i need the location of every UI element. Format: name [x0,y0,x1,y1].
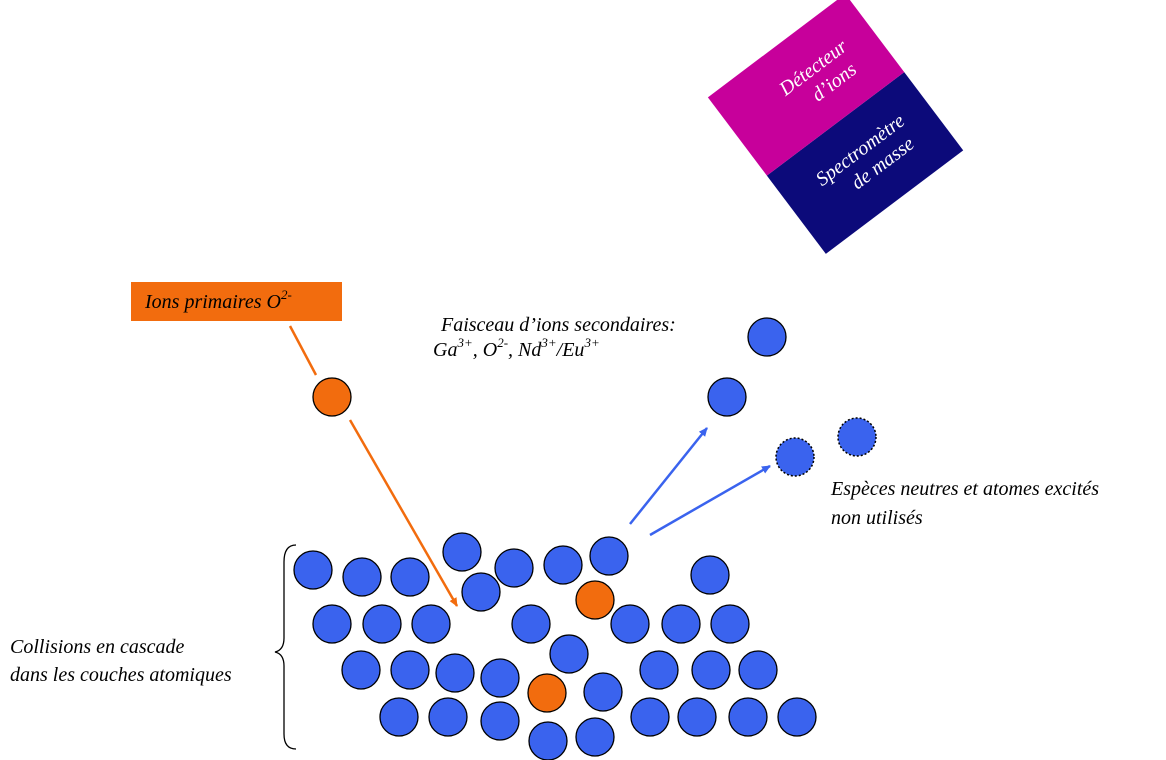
ion-detector-box: Détecteur d’ions [707,0,905,176]
svg-text:Ions primaires O2-: Ions primaires O2- [144,287,292,313]
primary-ions-label-box: Ions primaires O2- [131,282,342,321]
blue-atom-icon [691,650,731,690]
blue-atom-icon [342,557,382,597]
blue-atom-icon [630,697,670,737]
secondary-beam-charge-superscript: 3+ [456,335,472,350]
mass-spectrometer-box: Spectromètre de masse [766,72,964,254]
blue-atom-icon [461,572,501,612]
orange-ion-icon [527,673,567,713]
blue-atom-icon [728,697,768,737]
mass-spectrometer-assembly: Spectromètre de masse Détecteur d’ions [707,0,964,254]
blue-atom-icon [738,650,778,690]
blue-atom-icon [583,672,623,712]
dotted-atom-icon [837,417,877,457]
blue-atom-icon [610,604,650,644]
secondary-beam-charge-superscript: 2- [497,335,508,350]
dotted-atom-icon [775,437,815,477]
blue-atom-icon [528,721,568,760]
collisions-label-line1: Collisions en cascade [10,636,185,658]
blue-atom-icon [390,557,430,597]
blue-atom-icon [411,604,451,644]
orange-ion-icon [575,580,615,620]
secondary-beam-arrow [629,427,708,525]
blue-atom-icon [543,545,583,585]
blue-atom-icon [549,634,589,674]
primary-ions-text: Ions primaires O [144,291,281,313]
blue-atom-icon [379,697,419,737]
blue-atom-icon [362,604,402,644]
secondary-beam-species-text: /Eu [556,339,585,361]
blue-atom-icon [710,604,750,644]
blue-atom-icon [480,701,520,741]
secondary-beam-charge-superscript: 3+ [583,335,599,350]
neutral-species-label-line1: Espèces neutres et atomes excités [830,478,1099,500]
blue-atom-icon [341,650,381,690]
collisions-label-line2: dans les couches atomiques [10,664,232,686]
secondary-beam-species-text: , Nd [508,339,542,361]
blue-atom-icon [511,604,551,644]
blue-atom-icon [589,536,629,576]
secondary-beam-label-line2: Ga3+, O2-, Nd3+/Eu3+ [433,335,600,361]
blue-atom-icon [747,317,787,357]
blue-atom-icon [707,377,747,417]
primary-ion-path [288,325,318,376]
blue-atom-icon [390,650,430,690]
primary-ion-arrow [348,419,459,607]
blue-atom-icon [690,555,730,595]
secondary-beam-charge-superscript: 3+ [540,335,556,350]
neutral-species-label-line2: non utilisés [831,507,923,529]
blue-atom-icon [428,697,468,737]
neutral-species-arrow [649,464,771,537]
blue-atom-icon [777,697,817,737]
curly-brace [274,544,297,750]
blue-atom-icon [293,550,333,590]
blue-atom-icon [312,604,352,644]
blue-atom-icon [480,658,520,698]
primary-ions-superscript: 2- [281,287,292,302]
atomic-lattice [293,532,817,760]
blue-atom-icon [494,548,534,588]
blue-atom-icon [435,653,475,693]
blue-atom-icon [442,532,482,572]
blue-atom-icon [677,697,717,737]
blue-atom-icon [661,604,701,644]
blue-atom-icon [639,650,679,690]
secondary-beam-species-text: Ga [433,339,457,361]
secondary-beam-label-line1: Faisceau d’ions secondaires: [440,314,676,336]
orange-ion-icon [312,377,352,417]
secondary-beam-species-text: , O [473,339,497,361]
blue-atom-icon [575,717,615,757]
